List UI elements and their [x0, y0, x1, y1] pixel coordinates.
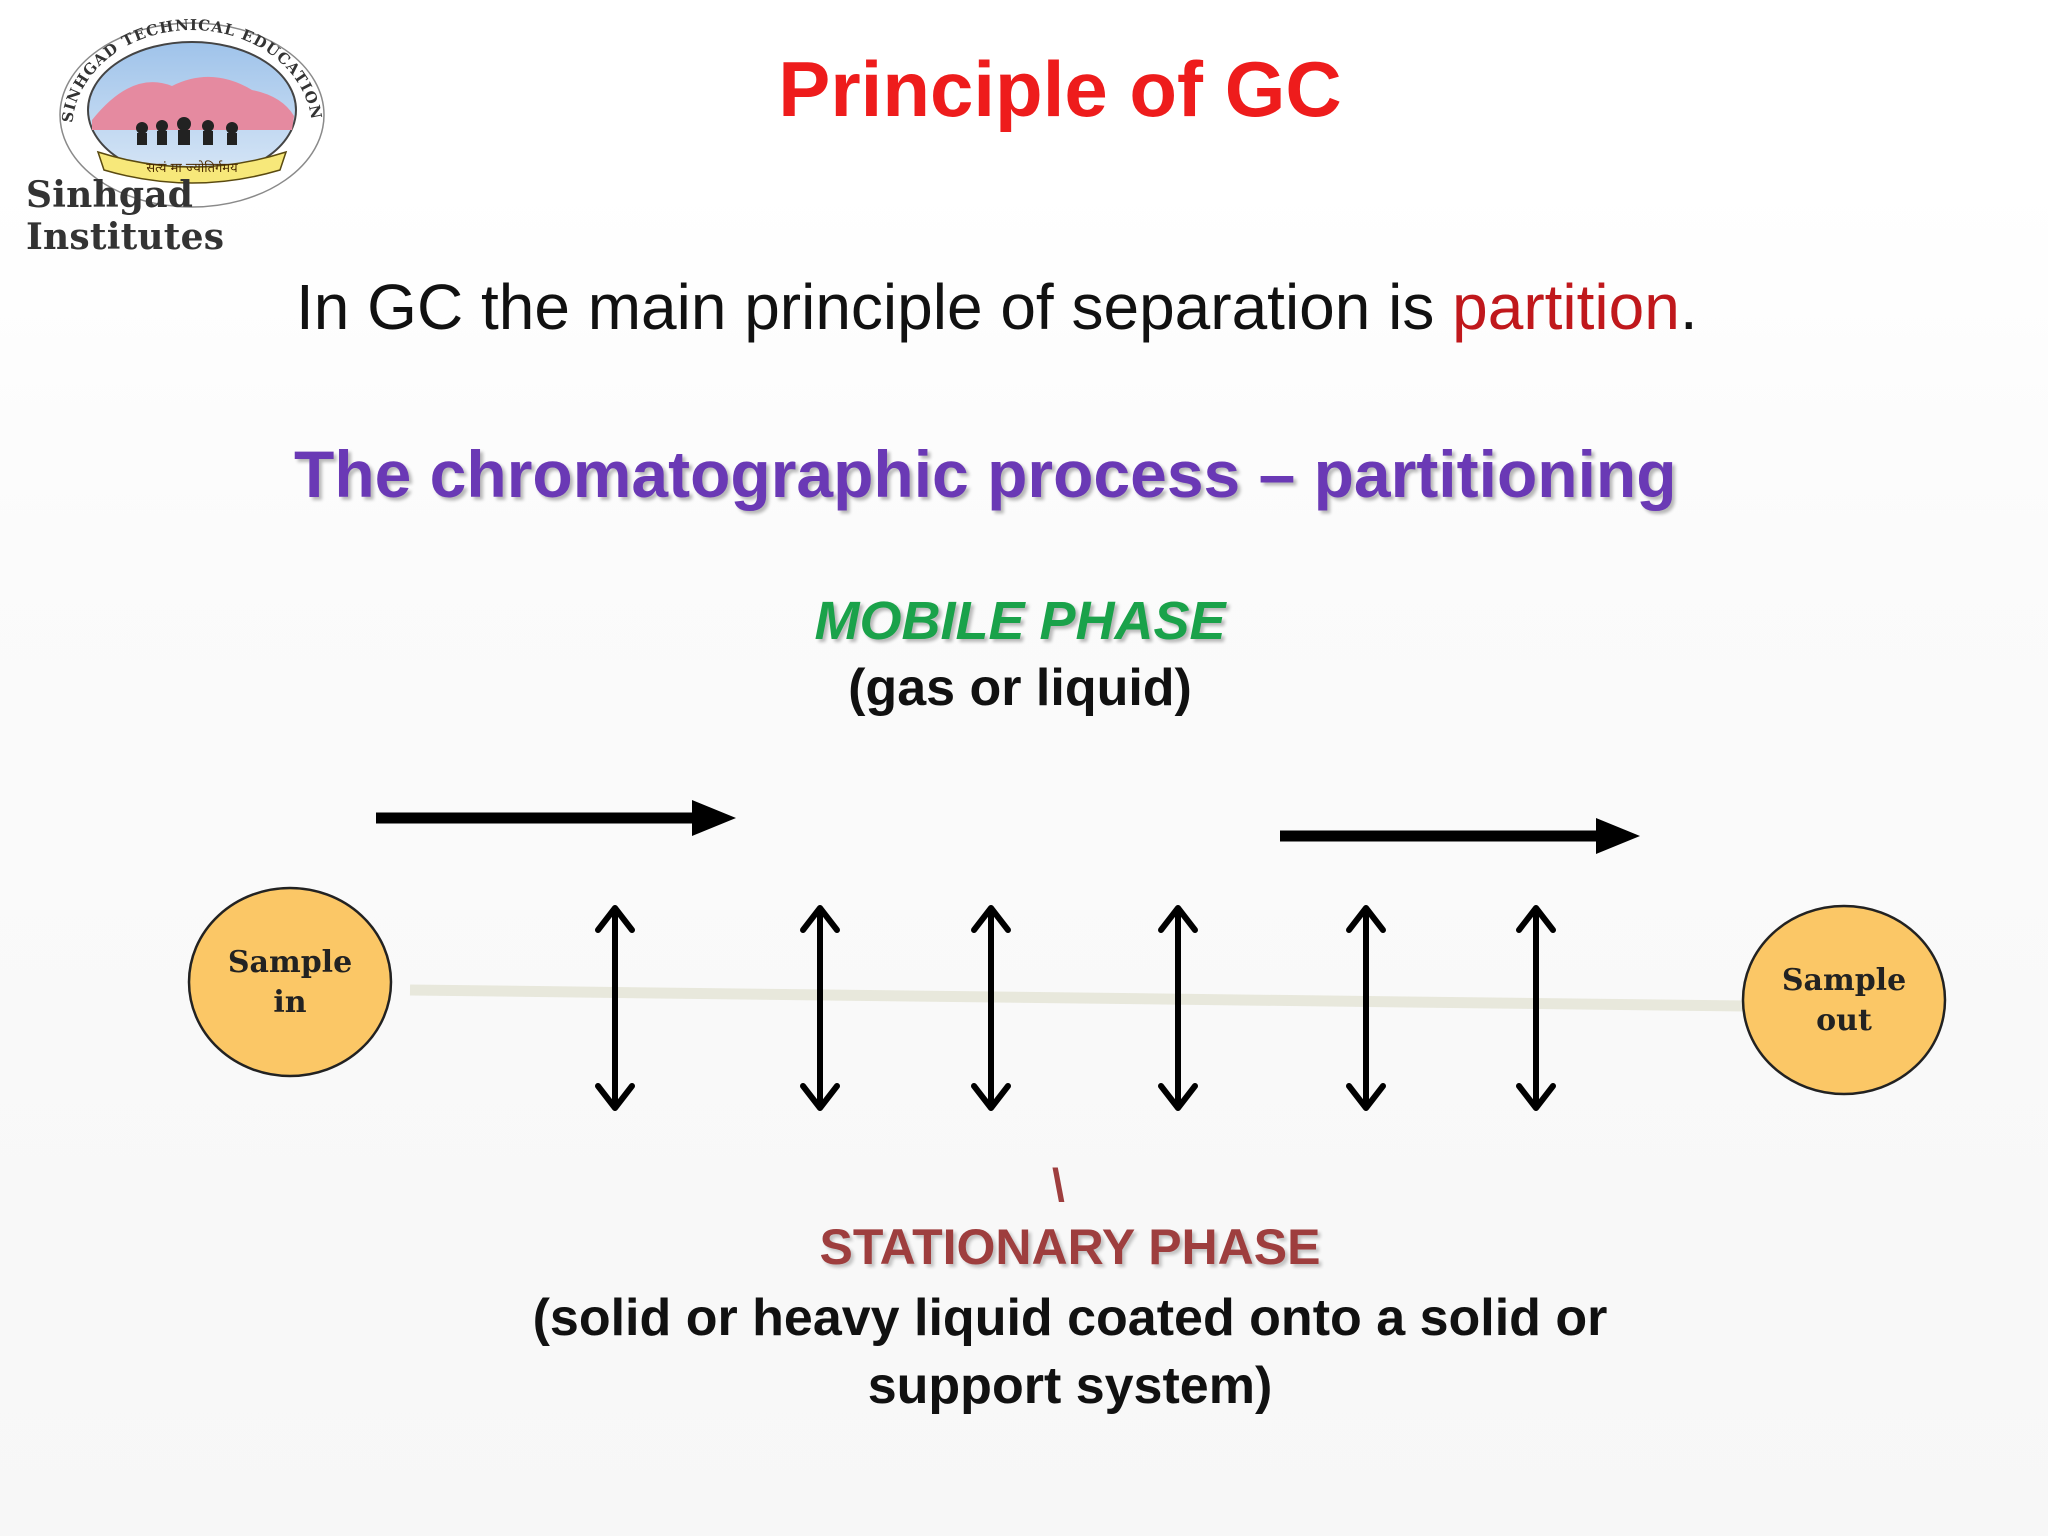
principle-prefix: In GC the main principle of separation i…	[296, 271, 1453, 343]
principle-statement: In GC the main principle of separation i…	[296, 270, 1698, 344]
partition-arrow	[971, 905, 1011, 1111]
partition-arrow	[595, 905, 635, 1111]
process-heading: The chromatographic process – partitioni…	[294, 437, 1677, 511]
mobile-phase-subtitle: (gas or liquid)	[848, 659, 1192, 717]
stationary-phase-title: STATIONARY PHASE	[819, 1219, 1321, 1275]
institute-logo: सत्यं मा ज्योतिर्गमय SINHGAD TECHNICAL E…	[22, 10, 325, 208]
partition-arrow	[1158, 905, 1198, 1111]
sample-in-label-line1: Sample	[228, 945, 352, 980]
logo-motto: सत्यं मा ज्योतिर्गमय	[146, 160, 238, 176]
column-line	[409, 984, 1746, 1012]
sample-in-label-line2: in	[273, 985, 306, 1020]
stationary-phase-subtitle-line2: support system)	[867, 1357, 1273, 1415]
principle-highlight: partition	[1452, 271, 1680, 343]
slide-title: Principle of GC	[778, 45, 1342, 133]
sample-out-label-line1: Sample	[1782, 963, 1906, 998]
partition-arrow	[1516, 905, 1556, 1111]
principle-suffix: .	[1679, 271, 1698, 343]
partition-arrow	[1346, 905, 1386, 1111]
stationary-phase-subtitle-line1: (solid or heavy liquid coated onto a sol…	[532, 1289, 1608, 1347]
flow-arrow-right	[1280, 818, 1640, 854]
sample-out-label-line2: out	[1816, 1003, 1872, 1038]
logo-caption: Sinhgad Institutes	[26, 174, 225, 258]
sample-out-node: Sample out	[1741, 904, 1947, 1096]
stationary-phase-subtitle: (solid or heavy liquid coated onto a sol…	[380, 1284, 1760, 1420]
sample-in-node: Sample in	[187, 886, 393, 1078]
stationary-backslash: \	[1052, 1159, 1065, 1211]
flow-arrow-left	[376, 800, 736, 836]
partition-arrow	[800, 905, 840, 1111]
mobile-phase-title: MOBILE PHASE	[814, 591, 1226, 651]
